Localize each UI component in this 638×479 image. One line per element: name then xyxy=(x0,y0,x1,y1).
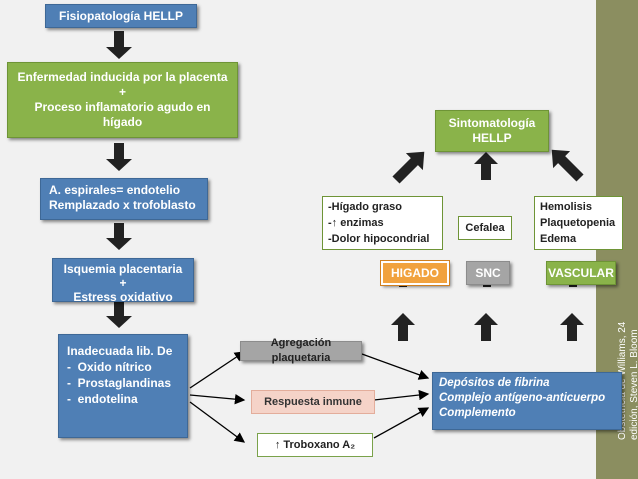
line-respuesta-depositos xyxy=(373,389,430,401)
snc-box: SNC xyxy=(466,261,510,285)
line-to-respuesta xyxy=(189,393,246,405)
line-troboxano-depositos xyxy=(373,407,430,439)
inadecuada-heading: Inadecuada lib. De xyxy=(67,344,173,358)
inadecuada-box: Inadecuada lib. De Oxido nítrico Prostag… xyxy=(58,334,188,438)
line-agregacion-depositos xyxy=(361,353,430,380)
vascular-symptoms-box: Hemolisis Plaquetopenia Edema xyxy=(534,196,623,250)
list-item: Oxido nítrico xyxy=(67,359,179,375)
diag-arrow-left xyxy=(392,151,425,184)
down-arrow-3 xyxy=(106,223,132,250)
sintomatologia-box: Sintomatología HELLP xyxy=(435,110,549,152)
placenta-box: Enfermedad inducida por la placenta + Pr… xyxy=(7,62,238,138)
troboxano-box: ↑ Troboxano A₂ xyxy=(257,433,373,457)
respuesta-box: Respuesta inmune xyxy=(251,390,375,414)
list-item: Prostaglandinas xyxy=(67,375,179,391)
up-arrow-center xyxy=(474,152,498,180)
up-arrow-dep-higado xyxy=(391,313,415,341)
up-arrow-dep-vascular xyxy=(560,313,584,341)
espirales-box: A. espirales= endotelio Remplazado x tro… xyxy=(40,178,208,220)
title-box: Fisiopatología HELLP xyxy=(45,4,197,28)
down-arrow-1 xyxy=(106,31,132,59)
down-arrow-4 xyxy=(106,301,132,328)
isquemia-box: Isquemia placentaria + Estress oxidativo xyxy=(52,258,194,304)
line-to-agregacion xyxy=(189,351,246,389)
depositos-box: Depósitos de fibrina Complejo antígeno-a… xyxy=(432,372,622,430)
line-to-troboxano xyxy=(189,401,246,443)
vascular-box: VASCULAR xyxy=(546,261,616,285)
down-arrow-2 xyxy=(106,143,132,171)
up-arrow-dep-snc xyxy=(474,313,498,341)
list-item: endotelina xyxy=(67,391,179,407)
higado-symptoms-box: -Hígado graso -↑ enzimas -Dolor hipocond… xyxy=(322,196,443,250)
agregacion-box: Agregación plaquetaria xyxy=(240,337,362,364)
diag-arrow-right xyxy=(551,149,584,182)
higado-box: HIGADO xyxy=(380,260,450,286)
cefalea-box: Cefalea xyxy=(458,216,512,240)
